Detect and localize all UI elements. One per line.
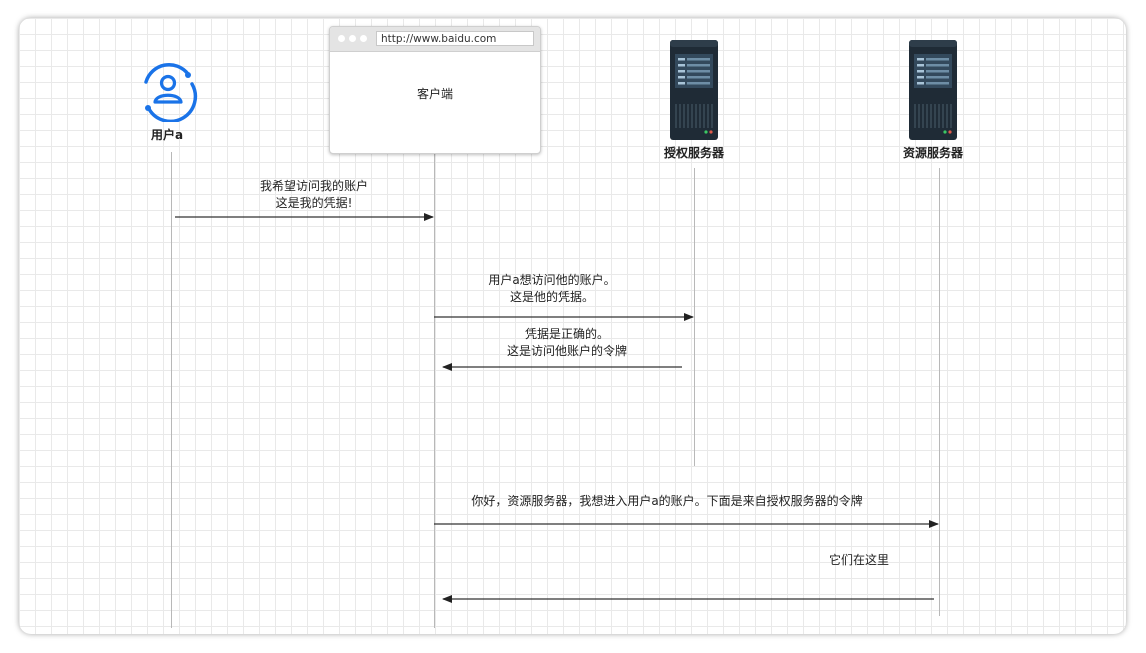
message-label-1: 我希望访问我的账户 这是我的凭据! — [260, 178, 368, 212]
diagram-canvas: 用户a http://www.baidu.com 客户端 — [19, 18, 1126, 634]
auth-server-label: 授权服务器 — [663, 146, 725, 160]
message-label-2: 用户a想访问他的账户。 这是他的凭据。 — [488, 272, 615, 306]
lifeline-resource-server — [939, 168, 940, 616]
lifeline-client — [434, 152, 435, 628]
message-label-4: 你好，资源服务器，我想进入用户a的账户。下面是来自授权服务器的令牌 — [471, 493, 862, 510]
message-label-line: 这是我的凭据! — [275, 196, 353, 210]
message-label-3: 凭据是正确的。 这是访问他账户的令牌 — [507, 326, 627, 360]
lifeline-auth-server — [694, 168, 695, 466]
message-label-line: 这是访问他账户的令牌 — [506, 344, 628, 358]
client-browser-window: http://www.baidu.com 客户端 — [329, 26, 541, 154]
message-label-line: 你好，资源服务器，我想进入用户a的账户。下面是来自授权服务器的令牌 — [471, 494, 863, 508]
resource-server-label: 资源服务器 — [902, 146, 964, 160]
browser-url-field: http://www.baidu.com — [376, 31, 534, 46]
message-label-line: 这是他的凭据。 — [509, 290, 595, 304]
message-arrows — [175, 213, 939, 603]
message-label-line: 用户a想访问他的账户。 — [488, 273, 616, 287]
window-dot-icon — [360, 35, 367, 42]
server-icon — [909, 40, 957, 140]
lifeline-user — [171, 152, 172, 628]
server-icon — [670, 40, 718, 140]
message-label-line: 它们在这里 — [828, 553, 890, 567]
window-dot-icon — [349, 35, 356, 42]
message-label-line: 凭据是正确的。 — [524, 327, 610, 341]
window-dot-icon — [338, 35, 345, 42]
user-circle-icon — [144, 63, 198, 122]
message-label-line: 我希望访问我的账户 — [259, 179, 369, 193]
browser-title-bar: http://www.baidu.com — [330, 27, 540, 52]
user-label: 用户a — [150, 128, 184, 142]
message-label-5: 它们在这里 — [829, 552, 889, 569]
client-label: 客户端 — [416, 87, 453, 101]
